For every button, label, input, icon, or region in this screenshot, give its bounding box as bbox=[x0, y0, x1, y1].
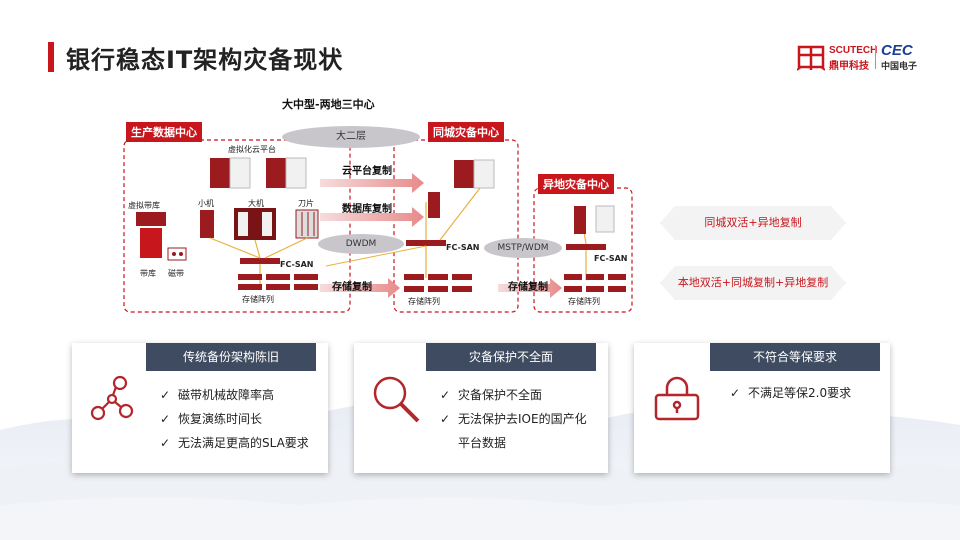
check-icon: ✓ bbox=[730, 386, 741, 400]
option-local-active: 本地双活+同城复制+异地复制 bbox=[660, 266, 846, 300]
card-issue-list: ✓不满足等保2.0要求 bbox=[730, 381, 851, 405]
production-site-label: 生产数据中心 bbox=[126, 122, 202, 142]
issue-card-backup-architecture: 传统备份架构陈旧 ✓磁带机械故障率高 ✓恢复演练时间长 ✓无法满足更高的SLA要… bbox=[72, 343, 328, 473]
issue-card-compliance: 不符合等保要求 ✓不满足等保2.0要求 bbox=[634, 343, 890, 473]
check-icon: ✓ bbox=[440, 412, 451, 426]
list-item: ✓不满足等保2.0要求 bbox=[730, 381, 851, 405]
list-item: ✓无法满足更高的SLA要求 bbox=[160, 431, 309, 455]
logo-separator bbox=[875, 45, 876, 69]
tape-library-label: 带库 bbox=[140, 269, 156, 278]
lock-icon bbox=[654, 376, 700, 421]
option-same-city-active: 同城双活+异地复制 bbox=[660, 206, 846, 240]
network-nodes-icon bbox=[90, 375, 134, 421]
list-item: ✓磁带机械故障率高 bbox=[160, 383, 309, 407]
db-copy-arrow bbox=[320, 207, 424, 227]
company-logo: SCUTECH 鼎甲科技 CEC 中国电子 bbox=[797, 42, 917, 72]
option-label: 本地双活+同城复制+异地复制 bbox=[677, 276, 829, 289]
logo-brand-scutech: SCUTECH bbox=[829, 45, 878, 56]
scutech-logo-icon bbox=[797, 45, 825, 71]
fcsan-label-1: FC-SAN bbox=[280, 260, 314, 269]
storage-copy-label-2: 存储复制 bbox=[508, 282, 548, 293]
list-item: ✓灾备保护不全面 bbox=[440, 383, 587, 407]
check-icon: ✓ bbox=[160, 412, 171, 426]
issue-card-protection: 灾备保护不全面 ✓灾备保护不全面 ✓无法保护去IOE的国产化 平台数据 bbox=[354, 343, 608, 473]
card-title: 灾备保护不全面 bbox=[426, 343, 596, 371]
fcsan-label-2: FC-SAN bbox=[446, 243, 480, 252]
virtual-cloud-label: 虚拟化云平台 bbox=[228, 145, 276, 154]
diagram-title: 大中型-两地三中心 bbox=[282, 98, 375, 111]
list-item: ✓无法保护去IOE的国产化 bbox=[440, 407, 587, 431]
cloud-copy-arrow bbox=[320, 173, 424, 193]
dr-architecture-diagram: 大中型-两地三中心 生产数据中心 同城灾备中心 异地灾备中心 大二层 DWDM … bbox=[110, 88, 650, 323]
logo-brand-cec: CEC bbox=[881, 42, 913, 59]
mainframe-label: 大机 bbox=[248, 199, 264, 208]
storage-array-label-2: 存储阵列 bbox=[408, 297, 440, 306]
l2-network-pill: 大二层 bbox=[282, 126, 420, 148]
magnifier-icon bbox=[373, 376, 420, 423]
logo-brand-cec-cn: 中国电子 bbox=[881, 62, 918, 72]
cloud-copy-label: 云平台复制 bbox=[342, 166, 392, 177]
tape-label: 磁带 bbox=[168, 269, 184, 278]
same-city-site-label: 同城灾备中心 bbox=[428, 122, 504, 142]
mstp-wdm-pill: MSTP/WDM bbox=[484, 238, 562, 258]
virtual-tape-label: 虚拟带库 bbox=[128, 201, 160, 210]
minicomputer-label: 小机 bbox=[198, 199, 214, 208]
storage-array-label-1: 存储阵列 bbox=[242, 295, 274, 304]
card-title: 不符合等保要求 bbox=[710, 343, 880, 371]
check-icon: ✓ bbox=[160, 388, 171, 402]
storage-array-label-3: 存储阵列 bbox=[568, 297, 600, 306]
dwdm-pill: DWDM bbox=[318, 234, 404, 254]
storage-copy-arrow-1 bbox=[320, 278, 400, 298]
title-accent-bar bbox=[48, 42, 54, 72]
storage-copy-arrow-2 bbox=[498, 278, 562, 298]
fcsan-label-3: FC-SAN bbox=[594, 254, 628, 263]
list-item: ✓恢复演练时间长 bbox=[160, 407, 309, 431]
remote-site-label: 异地灾备中心 bbox=[538, 174, 614, 194]
card-issue-list: ✓灾备保护不全面 ✓无法保护去IOE的国产化 平台数据 bbox=[440, 383, 587, 455]
check-icon: ✓ bbox=[440, 388, 451, 402]
check-icon: ✓ bbox=[160, 436, 171, 450]
list-item: 平台数据 bbox=[458, 436, 507, 450]
production-site-box bbox=[123, 139, 351, 313]
blade-label: 刀片 bbox=[298, 199, 314, 208]
logo-brand-scutech-cn: 鼎甲科技 bbox=[829, 61, 869, 72]
storage-copy-label-1: 存储复制 bbox=[332, 282, 372, 293]
option-label: 同城双活+异地复制 bbox=[704, 216, 802, 229]
card-title: 传统备份架构陈旧 bbox=[146, 343, 316, 371]
page-title: 银行稳态IT架构灾备现状 bbox=[66, 46, 344, 74]
card-issue-list: ✓磁带机械故障率高 ✓恢复演练时间长 ✓无法满足更高的SLA要求 bbox=[160, 383, 309, 455]
db-copy-label: 数据库复制 bbox=[342, 204, 392, 215]
